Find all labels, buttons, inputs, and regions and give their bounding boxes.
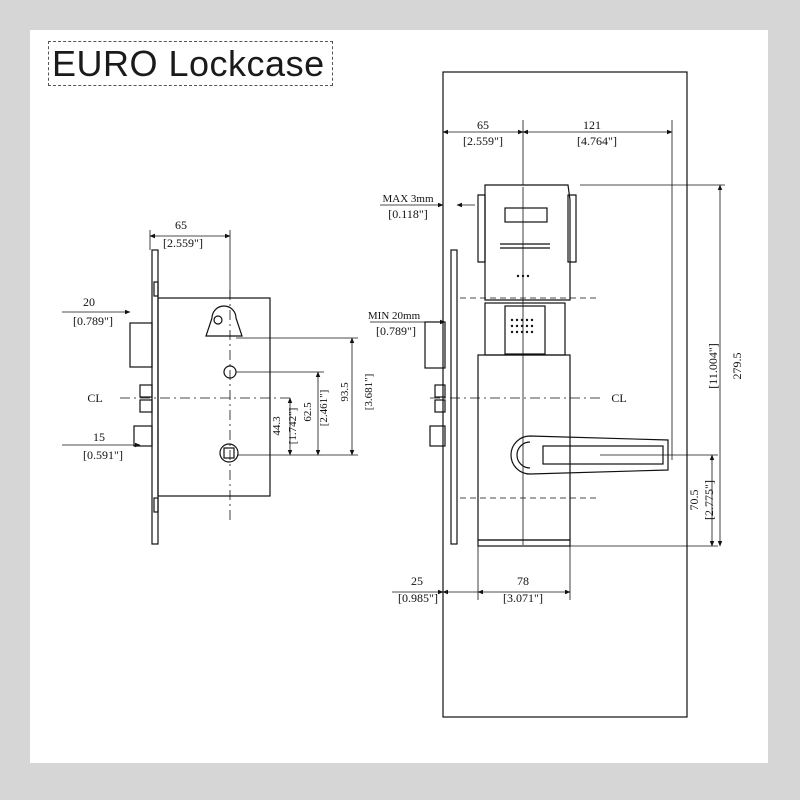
reader-ear-right [567,194,577,263]
door-edge-plate [450,249,458,545]
card-slot [504,207,548,223]
rv-dim-121-mm: 121 [583,118,601,132]
door-bolt-3 [429,425,446,447]
lv-dim-93-inch: [3.681"] [363,374,375,411]
lever-rose [516,441,531,469]
rv-dim-70-mm: 70.5 [687,490,701,511]
deadbolt-mid [139,399,153,413]
page-title: EURO Lockcase [52,43,325,84]
rv-cl-label: CL [611,391,626,405]
lv-dim-20-mm: 20 [83,295,95,309]
door-front-view [424,71,688,718]
lv-dim-20-inch: [0.789"] [73,314,113,328]
plate-tab-top [153,281,159,297]
lv-dim-62-inch: [2.461"] [318,390,330,427]
door-panel [442,71,688,718]
spindle-square [223,447,235,459]
deadbolt-bot [133,425,153,447]
rv-dim-279-inch: [11.004"] [706,343,720,388]
rv-dim-max-mm: MAX 3mm [382,193,433,205]
inner-panel [30,30,768,763]
lockcase-side-view [129,249,271,545]
right-dimension-lines [370,120,725,600]
lv-dim-65-inch: [2.559"] [163,236,203,250]
cylinder-hole [213,315,223,325]
rv-dim-78-mm: 78 [517,574,529,588]
rv-dim-min-mm: MIN 20mm [368,310,421,322]
case-body [157,297,271,497]
follower-large [219,443,239,463]
lv-dim-44-mm: 44.3 [271,416,283,436]
left-dimension-labels: 65 [2.559"] 20 [0.789"] CL 15 [0.591"] 4… [73,218,375,462]
lv-dim-62-mm: 62.5 [302,402,314,422]
rv-dim-65-inch: [2.559"] [463,134,503,148]
door-bolt-1 [434,384,446,398]
rv-dim-min-inch: [0.789"] [376,324,416,338]
door-bolt-2 [434,399,446,413]
rv-dim-78-inch: [3.071"] [503,591,543,605]
rv-dim-70-inch: [2.775"] [702,480,716,520]
cylinder-cutout [205,305,243,337]
lv-dim-15-inch: [0.591"] [83,448,123,462]
rv-dim-25-mm: 25 [411,574,423,588]
keypad-face [504,305,546,355]
plate-tab-bot [153,497,159,513]
lv-dim-93-mm: 93.5 [339,382,351,402]
lever-handle [510,435,669,475]
deadbolt-top [139,384,153,398]
latch-bolt [129,322,153,368]
title-frame [48,41,333,86]
rv-dim-121-inch: [4.764"] [577,134,617,148]
lv-dim-15-mm: 15 [93,430,105,444]
lv-dim-65-mm: 65 [175,218,187,232]
rv-dim-65-mm: 65 [477,118,489,132]
rv-dim-25-inch: [0.985"] [398,591,438,605]
bottom-rail [477,539,571,547]
right-dimension-labels: 65 [2.559"] 121 [4.764"] MAX 3mm [0.118"… [368,118,744,605]
rv-dim-279-mm: 279.5 [730,353,744,380]
lv-cl-label: CL [87,391,102,405]
left-dimension-lines [62,230,358,520]
keypad-dots [510,274,534,334]
lv-dim-44-inch: [1.742"] [287,408,299,445]
reader-ear-left [477,194,486,263]
rv-dim-max-inch: [0.118"] [388,207,427,221]
